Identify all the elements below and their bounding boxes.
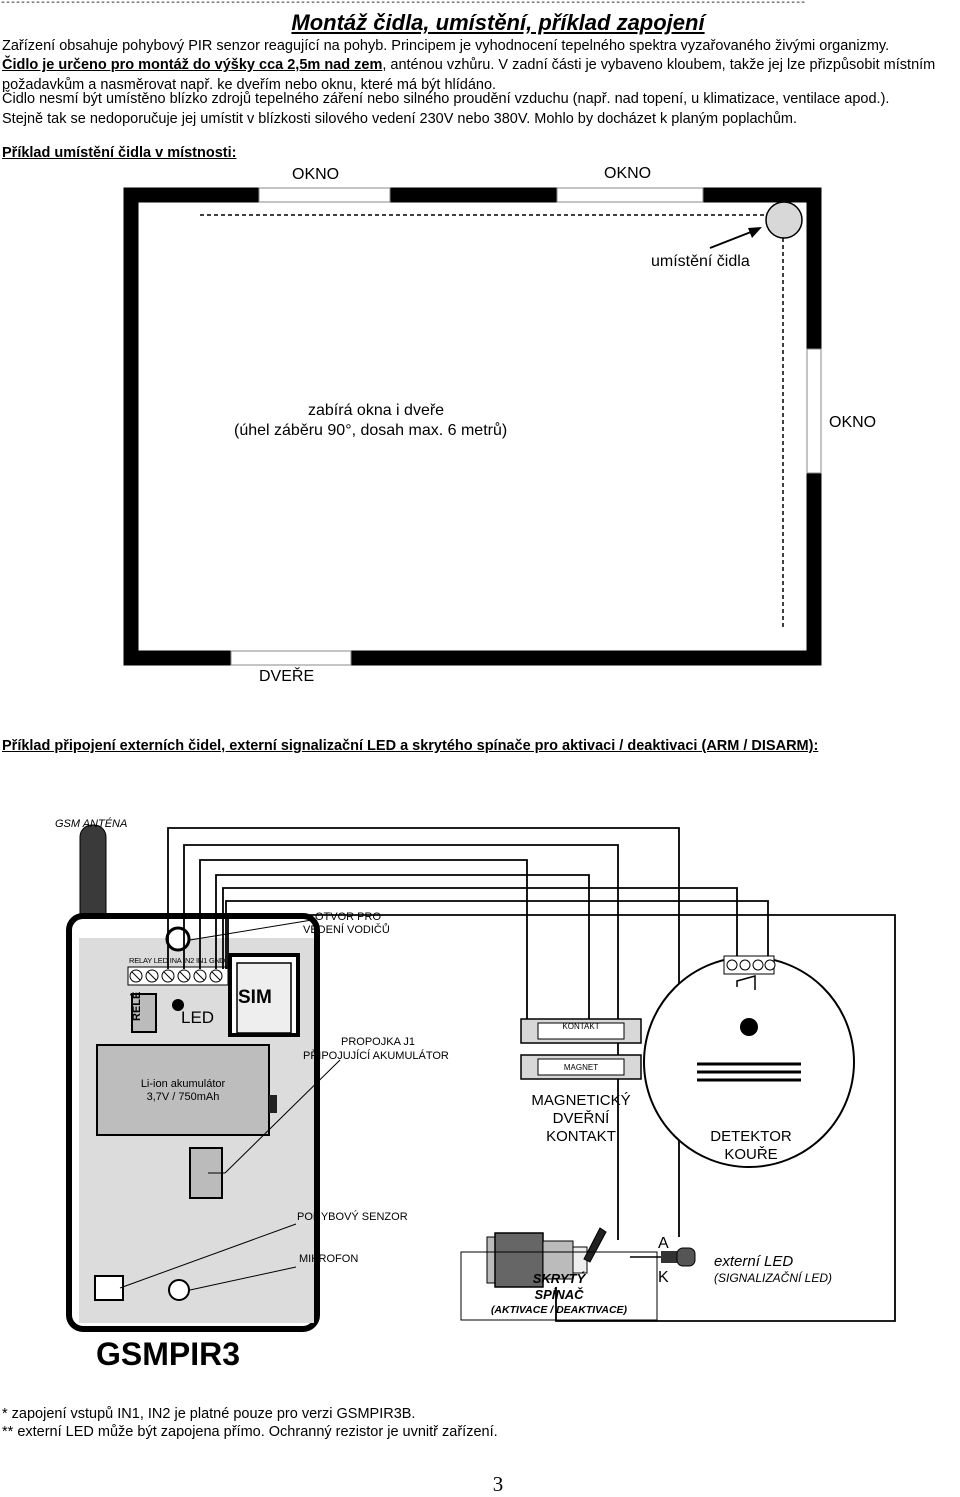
- window-label-1: OKNO: [292, 166, 340, 183]
- door-label: DVEŘE: [259, 668, 315, 685]
- hole-label-1: OTVOR PRO: [315, 911, 382, 923]
- wiring-heading: Příklad připojení externích čidel, exter…: [2, 738, 819, 754]
- battery: [96, 1044, 270, 1136]
- intro-line-2: Čidlo je určeno pro montáž do výšky cca …: [2, 55, 952, 95]
- microphone: [168, 1279, 190, 1301]
- footnote-1: * zapojení vstupů IN1, IN2 je platné pou…: [2, 1406, 416, 1422]
- sensor-label: umístění čidla: [651, 253, 750, 270]
- terminal-labels: RELAY LED INA IN2 IN1 GND: [129, 956, 226, 965]
- switch-label-1: SKRYTÝ: [532, 1271, 586, 1286]
- sensor-position-marker: [765, 201, 803, 239]
- sensor-arrow: [709, 229, 757, 249]
- page-number: 3: [492, 1472, 504, 1496]
- switch-label-2: SPÍNAČ: [534, 1287, 584, 1302]
- relay: [131, 993, 157, 1033]
- led-indicator: [172, 999, 184, 1011]
- intro-rest: , anténou vzhůru. V zadní části je vybav…: [2, 57, 936, 93]
- intro-line-3: Čidlo nesmí být umístěno blízko zdrojů t…: [2, 91, 890, 107]
- motion-sensor-label: POHYBOVÝ SENZOR: [297, 1211, 408, 1223]
- coverage-line-2: (úhel záběru 90°, dosah max. 6 metrů): [234, 422, 508, 439]
- magnetic-label-3: KONTAKT: [546, 1128, 616, 1145]
- motion-sensor: [94, 1275, 124, 1301]
- contact-label: KONTAKT: [562, 1022, 600, 1031]
- intro-line-1: Zařízení obsahuje pohybový PIR senzor re…: [2, 38, 890, 54]
- magnet-label: MAGNET: [563, 1063, 599, 1072]
- cable-hole: [165, 926, 191, 952]
- top-rule: ----------------------------------------…: [0, 0, 806, 9]
- anode-label: A: [658, 1235, 669, 1252]
- jumper-label-2: PŘIPOJUJÍCÍ AKUMULÁTOR: [303, 1050, 449, 1062]
- external-led: [676, 1247, 696, 1267]
- window-top-right: [556, 187, 704, 203]
- battery-label-1: Li-ion akumulátor: [140, 1078, 226, 1090]
- window-top-left: [258, 187, 391, 203]
- ext-led-label-2: (SIGNALIZAČNÍ LED): [714, 1271, 833, 1285]
- window-label-3: OKNO: [829, 414, 877, 431]
- magnetic-label-2: DVEŘNÍ: [552, 1110, 610, 1127]
- jumper-label-1: PROPOJKA J1: [341, 1036, 415, 1048]
- ext-led-label-1: externí LED: [714, 1253, 794, 1270]
- gsm-antenna-label: GSM ANTÉNA: [55, 818, 128, 830]
- window-label-2: OKNO: [604, 165, 652, 182]
- smoke-label-1: DETEKTOR: [710, 1128, 792, 1145]
- relay-label: RELÉ: [131, 991, 143, 1021]
- coverage-line-1: zabírá okna i dveře: [308, 402, 445, 419]
- intro-bold-part: Čidlo je určeno pro montáž do výšky cca …: [2, 57, 383, 73]
- door: [230, 650, 352, 666]
- smoke-label-2: KOUŘE: [724, 1146, 778, 1163]
- sim-label: SIM: [238, 987, 272, 1008]
- footnote-2: ** externí LED může být zapojena přímo. …: [2, 1424, 498, 1440]
- intro-line-4: Stejně tak se nedoporučuje jej umístit v…: [2, 111, 798, 127]
- switch-label-3: (AKTIVACE / DEAKTIVACE): [490, 1304, 628, 1316]
- led-label: LED: [181, 1008, 215, 1027]
- cathode-label: K: [658, 1269, 669, 1286]
- room-heading: Příklad umístění čidla v místnosti:: [2, 145, 237, 161]
- window-right: [806, 348, 822, 474]
- battery-label-2: 3,7V / 750mAh: [146, 1091, 220, 1103]
- magnetic-label-1: MAGNETICKÝ: [531, 1092, 631, 1109]
- page-title: Montáž čidla, umístění, příklad zapojení: [291, 10, 705, 35]
- hole-label-2: VEDENÍ VODIČŮ: [303, 924, 390, 936]
- microphone-label: MIKROFON: [299, 1253, 359, 1265]
- device-name: GSMPIR3: [96, 1336, 241, 1372]
